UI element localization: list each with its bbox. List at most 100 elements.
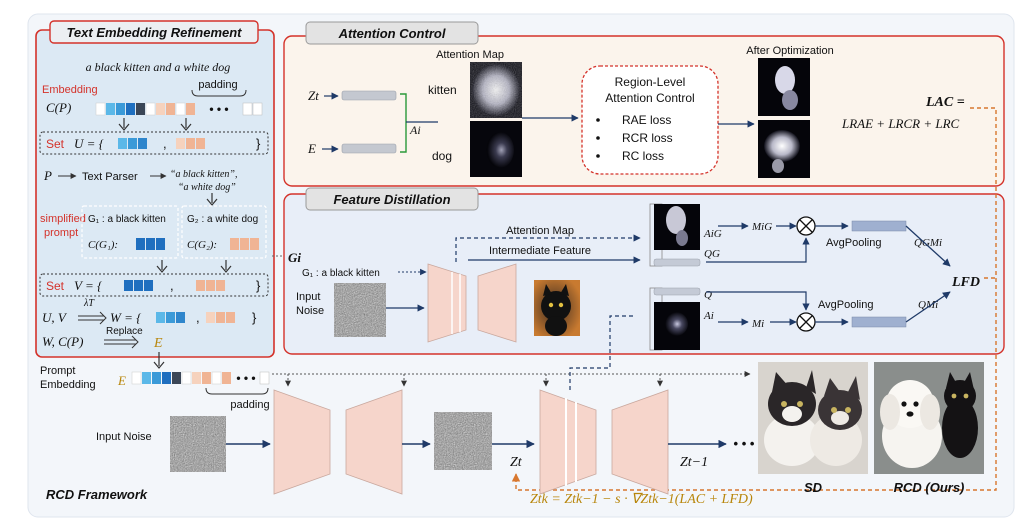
intermediate-label: Intermediate Feature: [489, 245, 591, 257]
w-comma: ,: [196, 310, 200, 325]
pad-token: [242, 102, 253, 116]
feature-panel: [283, 193, 1005, 355]
g1-box: [81, 205, 179, 259]
sd-result-image: [758, 362, 868, 474]
dog-attention-map: [470, 121, 522, 177]
feature-input-noise: [334, 283, 386, 337]
ellipsis-top: • • •: [209, 102, 228, 116]
double-arrow: [78, 311, 107, 325]
simplified-2: prompt: [44, 227, 78, 239]
attention-map-label: Attention Map: [436, 49, 504, 61]
input-noise-1: Input: [296, 291, 320, 303]
q-to-multiply: [706, 291, 810, 311]
kitten-optimized-map: [758, 58, 810, 116]
lambda-label: λT: [83, 298, 95, 309]
qg-label: QG: [704, 248, 720, 260]
lac-label: LAC =: [925, 95, 965, 110]
zt-bottom: Zt: [510, 455, 523, 470]
down-arrow: [156, 260, 168, 273]
set-u-eq: U = {: [74, 136, 105, 151]
e-label-attn: E: [307, 141, 316, 156]
set-u-close: }: [256, 136, 261, 151]
qmi-to-lfd: [905, 291, 951, 323]
loss-3: RC loss: [622, 149, 664, 163]
multiply-bottom-x: [799, 315, 813, 329]
dog-label: dog: [432, 149, 452, 163]
input-noise-bottom: Input Noise: [96, 431, 152, 443]
rcd-label: RCD (Ours): [894, 480, 965, 495]
set-v-comma: ,: [170, 278, 174, 293]
unet2-encoder: [539, 389, 597, 495]
mig-label: MiG: [751, 221, 772, 233]
set-v-close: }: [256, 278, 261, 293]
feature-encoder: [427, 263, 467, 343]
q-vector: [653, 287, 701, 296]
zt-vector: [341, 90, 397, 101]
loss-1: RAE loss: [622, 113, 671, 127]
w-peach: [206, 312, 235, 323]
e-vector: [341, 143, 397, 154]
cg1: C(G₁):: [88, 239, 118, 251]
e-label-bottom: E: [117, 373, 126, 388]
green-bracket: [400, 93, 407, 153]
unet2-to-feature: [569, 315, 634, 390]
down-arrow-e: [153, 352, 165, 369]
set-u-peach: [176, 138, 205, 149]
uv-label: U, V: [42, 310, 68, 325]
set-v-set: Set: [46, 279, 65, 293]
padding-brace-bottom: [205, 387, 269, 395]
embedding-row: [95, 102, 195, 116]
padding-label-bottom: padding: [230, 399, 269, 411]
prompt-embedding-row: [131, 371, 231, 385]
parsed-1: “a black kitten”,: [170, 169, 238, 180]
set-u-comma: ,: [163, 136, 167, 151]
left-title: Text Embedding Refinement: [66, 25, 242, 40]
parsed-2: “a white dog”: [178, 182, 236, 193]
dog-optimized-map: [758, 120, 810, 178]
region-1: Region-Level: [615, 75, 686, 89]
embedding-label: Embedding: [42, 84, 98, 96]
qmi-label: QMi: [918, 299, 938, 311]
feature-title-box: [305, 187, 479, 211]
prompt-1: Prompt: [40, 365, 75, 377]
w-close: }: [252, 310, 257, 325]
bottom-latent: [434, 412, 492, 470]
kitten-photo: [534, 280, 580, 336]
attn-map-label: Attention Map: [506, 225, 574, 237]
loss-2: RCR loss: [622, 131, 673, 145]
prompt-2: Embedding: [40, 379, 96, 391]
g2-box: [181, 205, 267, 259]
zt1-label: Zt−1: [680, 455, 708, 470]
down-arrow: [118, 118, 130, 131]
qmig-vector: [851, 220, 907, 232]
ai-map: [654, 302, 700, 350]
qg-vector: [653, 258, 701, 267]
region-2: Attention Control: [605, 91, 694, 105]
unet1-decoder: [345, 389, 403, 495]
rcd-result-image: [874, 362, 984, 474]
set-v-eq: V = {: [74, 278, 103, 293]
input-noise-2: Noise: [296, 305, 324, 317]
avgpool-top: AvgPooling: [826, 237, 881, 249]
text-parser: Text Parser: [82, 171, 138, 183]
update-equation: Ztk = Ztk−1 − s · ∇Ztk−1(LAC + LFD): [530, 492, 753, 507]
set-u-blue: [118, 138, 147, 149]
feature-decoder: [477, 263, 517, 343]
feedback-path: [511, 107, 997, 491]
avgpool-bottom: AvgPooling: [818, 299, 873, 311]
p-label: P: [43, 168, 52, 183]
cp-label: C(P): [46, 100, 71, 115]
cg2-tokens: [230, 238, 259, 250]
region-level-box: [581, 65, 719, 175]
cg2: C(G₂):: [187, 239, 217, 251]
attention-map-arrow: [455, 234, 641, 262]
set-u-box: [39, 131, 269, 155]
feature-title: Feature Distillation: [333, 192, 450, 207]
qmig-label: QGMi: [914, 237, 942, 249]
replace-label: Replace: [106, 326, 143, 337]
left-title-box: [49, 20, 259, 44]
down-arrow: [220, 260, 232, 273]
simplified-1: simplified: [40, 213, 86, 225]
